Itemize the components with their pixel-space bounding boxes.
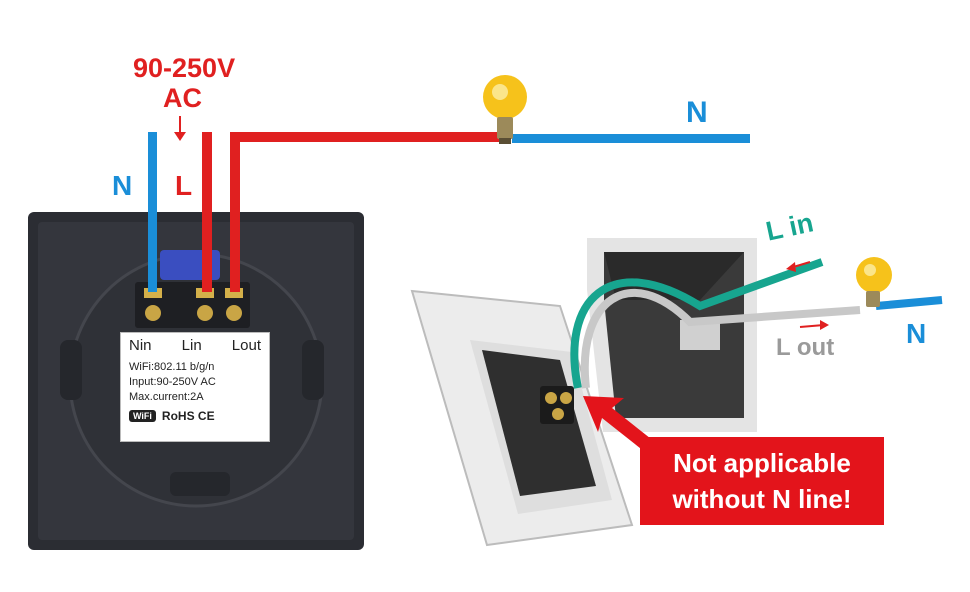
l-in-wire: [570, 258, 824, 389]
supply-type-label: AC: [163, 83, 202, 113]
terminal-nin-label: Nin: [129, 337, 152, 354]
down-arrow-icon: [174, 116, 186, 141]
neutral-top-label: N: [686, 96, 708, 129]
wall-box: [587, 238, 757, 432]
neutral-wire-in: [148, 132, 157, 292]
neutral-wire-right: [875, 296, 943, 310]
warning-line-1: Not applicable: [673, 448, 851, 478]
current-spec: Max.current:2A: [129, 391, 204, 403]
terminal-labels: Nin Lin Lout: [129, 337, 261, 354]
certifications-text: RoHS CE: [161, 409, 215, 423]
switch-panel: [28, 212, 364, 550]
wifi-logo-icon: WiFi: [129, 410, 156, 422]
neutral-left-label: N: [112, 170, 133, 201]
l-out-label: L out: [776, 334, 835, 361]
live-wire-out-to-lamp: [230, 132, 500, 292]
live-left-label: L: [175, 170, 193, 201]
warning-line-2: without N line!: [672, 484, 852, 514]
live-wire-in: [202, 132, 212, 292]
certifications-row: WiFi RoHS CE: [129, 409, 261, 423]
lamp-right-icon: [856, 257, 892, 307]
terminal-lin-label: Lin: [181, 337, 202, 354]
input-spec: Input:90-250V AC: [129, 376, 216, 388]
neutral-right-label: N: [906, 318, 927, 349]
l-out-arrow-icon: [799, 320, 829, 330]
terminal-lout-label: Lout: [231, 337, 261, 354]
lamp-top-icon: [483, 75, 527, 144]
neutral-wire-from-lamp: [512, 134, 750, 143]
warning-box: Not applicable without N line!: [640, 437, 884, 525]
l-in-arrow-icon: [786, 261, 811, 272]
switch-faceplate: [410, 289, 634, 547]
wifi-spec: WiFi:802.11 b/g/n: [129, 361, 215, 373]
supply-voltage-label: 90-250V: [133, 53, 236, 83]
l-out-wire: [580, 288, 861, 389]
spec-label: Nin Lin Lout WiFi:802.11 b/g/n Input:90-…: [120, 332, 270, 442]
